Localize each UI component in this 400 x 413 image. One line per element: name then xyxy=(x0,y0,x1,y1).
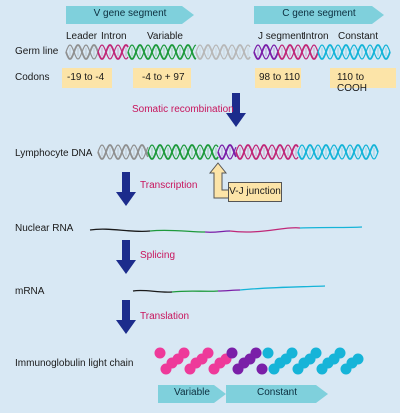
codon-leader: -19 to -4 xyxy=(67,72,105,83)
c-gene-segment-arrow: C gene segment xyxy=(254,6,384,24)
step-somatic-recombination: Somatic recombination xyxy=(132,104,234,115)
label-mrna: mRNA xyxy=(15,286,45,297)
v-gene-segment-label: V gene segment xyxy=(93,8,167,19)
v-gene-segment-arrow: V gene segment xyxy=(66,6,194,24)
header-constant: Constant xyxy=(338,31,379,42)
step-translation: Translation xyxy=(140,311,190,322)
somatic-recombination-arrow-icon xyxy=(226,93,246,127)
constant-region-arrow: Constant xyxy=(226,385,328,403)
codon-variable: -4 to + 97 xyxy=(142,72,185,83)
header-intron-1: Intron xyxy=(101,31,127,42)
variable-region-arrow: Variable xyxy=(158,385,226,403)
label-lymphocyte-dna: Lymphocyte DNA xyxy=(15,148,93,159)
codon-box-j-segment: 98 to 110 xyxy=(255,68,301,88)
header-leader: Leader xyxy=(66,31,98,42)
codon-box-variable: -4 to + 97 xyxy=(133,68,191,88)
variable-region-label: Variable xyxy=(174,387,210,398)
c-gene-segment-label: C gene segment xyxy=(282,8,356,19)
codon-box-leader: -19 to -4 xyxy=(62,68,112,88)
vj-junction-label: V-J junction xyxy=(228,182,282,202)
label-immunoglobulin-light-chain: Immunoglobulin light chain xyxy=(15,358,134,369)
header-intron-2: Intron xyxy=(303,31,329,42)
label-nuclear-rna: Nuclear RNA xyxy=(15,223,74,234)
splicing-arrow-icon xyxy=(116,240,136,274)
step-splicing: Splicing xyxy=(140,250,176,261)
transcription-arrow-icon xyxy=(116,172,136,206)
header-variable: Variable xyxy=(147,31,183,42)
constant-region-label: Constant xyxy=(256,387,298,398)
step-transcription: Transcription xyxy=(140,180,198,191)
label-codons: Codons xyxy=(15,72,50,83)
translation-arrow-icon xyxy=(116,300,136,334)
codon-constant: 110 to COOH xyxy=(337,72,367,94)
header-j-segment: J segment xyxy=(258,31,305,42)
codon-box-constant: 110 to COOH xyxy=(330,68,396,94)
codon-j-segment: 98 to 110 xyxy=(259,72,300,83)
label-germ-line: Germ line xyxy=(15,46,59,57)
